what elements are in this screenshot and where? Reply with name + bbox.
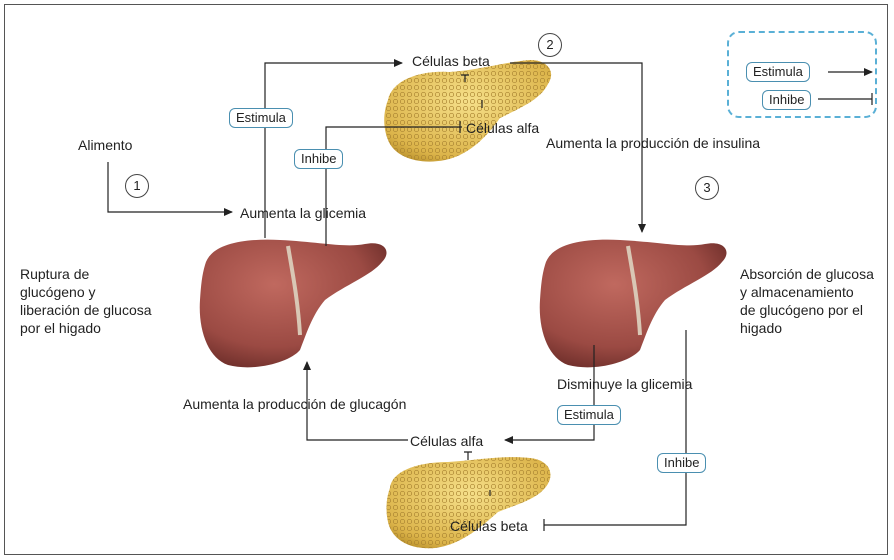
celulas-alfa-bottom-label: Células alfa xyxy=(410,432,483,450)
glucagon-increase-label: Aumenta la producción de glucagón xyxy=(183,395,406,413)
step-3-marker: 3 xyxy=(695,176,719,200)
glicemia-increase-label: Aumenta la glicemia xyxy=(240,204,366,222)
estimula-right-box: Estimula xyxy=(557,405,621,425)
alimento-label: Alimento xyxy=(78,136,132,154)
legend-inhibe-label: Inhibe xyxy=(762,90,811,110)
glicemia-decrease-label: Disminuye la glicemia xyxy=(557,375,692,393)
insulin-increase-label: Aumenta la producción de insulina xyxy=(546,134,760,152)
legend-estimula-label: Estimula xyxy=(746,62,810,82)
step-2-marker: 2 xyxy=(538,33,562,57)
celulas-beta-top-label: Células beta xyxy=(412,52,490,70)
estimula-left-box: Estimula xyxy=(229,108,293,128)
inhibe-left-box: Inhibe xyxy=(294,149,343,169)
step-1-marker: 1 xyxy=(125,174,149,198)
liver-right xyxy=(540,240,727,368)
celulas-alfa-top-label: Células alfa xyxy=(466,119,539,137)
inhibe-right-box: Inhibe xyxy=(657,453,706,473)
absorcion-text: Absorción de glucosa y almacenamiento de… xyxy=(740,265,874,337)
celulas-beta-bottom-label: Células beta xyxy=(450,517,528,535)
ruptura-text: Ruptura de glucógeno y liberación de glu… xyxy=(20,265,152,337)
liver-left xyxy=(200,240,387,368)
